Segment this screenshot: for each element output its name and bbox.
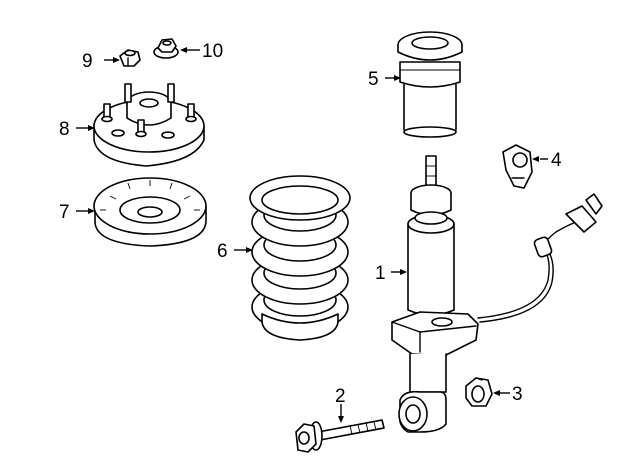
part-10-flange-nut (153, 38, 179, 59)
part-4-clip (502, 144, 533, 189)
callout-8: 8 (59, 119, 70, 140)
callout-9: 9 (82, 51, 93, 72)
callout-arrows (76, 47, 548, 423)
callout-7: 7 (59, 202, 70, 223)
callout-2: 2 (335, 386, 346, 407)
callout-3: 3 (512, 384, 523, 405)
part-9-nut (119, 49, 141, 67)
callout-1: 1 (375, 263, 386, 284)
callout-6: 6 (217, 241, 228, 262)
part-7-isolator (93, 177, 207, 247)
part-6-coil-spring (249, 175, 351, 341)
part-1-strut (391, 155, 603, 433)
callout-4: 4 (551, 150, 562, 171)
part-3-nut (465, 377, 493, 407)
part-8-upper-mount (93, 83, 205, 167)
part-5-dust-boot (397, 31, 463, 138)
callout-10: 10 (202, 41, 223, 62)
part-2-bolt (295, 419, 385, 453)
callout-5: 5 (368, 69, 379, 90)
